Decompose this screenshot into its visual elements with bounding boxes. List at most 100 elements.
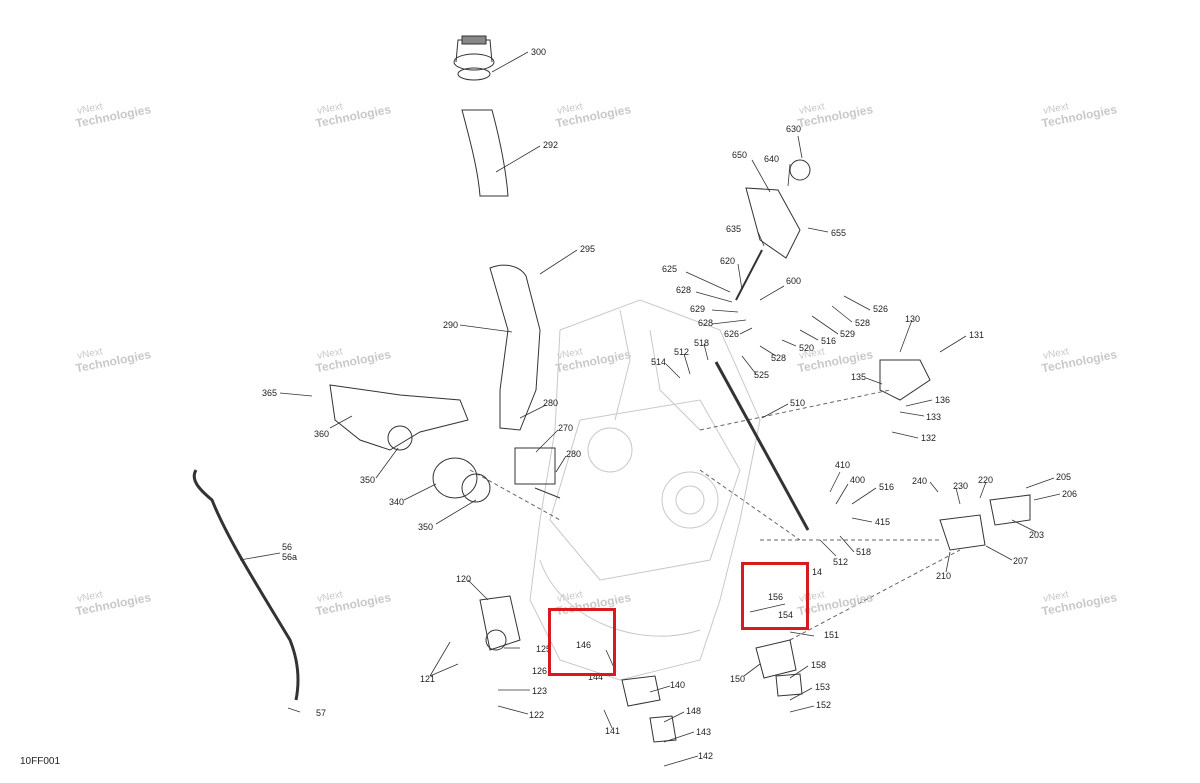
part-label-131: 131 <box>969 330 984 340</box>
part-label-360: 360 <box>314 429 329 439</box>
part-label-510: 510 <box>790 398 805 408</box>
part-label-620: 620 <box>720 256 735 266</box>
part-label-156: 156 <box>768 592 783 602</box>
part-label-516: 516 <box>879 482 894 492</box>
part-280-strip <box>534 487 561 499</box>
part-340-boot <box>432 457 478 499</box>
part-label-295: 295 <box>580 244 595 254</box>
part-label-628: 628 <box>676 285 691 295</box>
part-label-144: 144 <box>588 672 603 682</box>
part-label-650: 650 <box>732 150 747 160</box>
part-label-626: 626 <box>724 329 739 339</box>
part-label-57: 57 <box>316 708 326 718</box>
part-350-clamp-a <box>387 425 413 451</box>
part-label-14: 14 <box>812 567 822 577</box>
part-label-153: 153 <box>815 682 830 692</box>
part-label-146: 146 <box>576 640 591 650</box>
part-label-203: 203 <box>1029 530 1044 540</box>
part-label-140: 140 <box>670 680 685 690</box>
part-label-528: 528 <box>771 353 786 363</box>
part-label-280: 280 <box>566 449 581 459</box>
part-650-bracket <box>745 187 801 259</box>
part-620-rod <box>735 249 763 301</box>
part-630-knob <box>789 159 811 181</box>
part-120-mount <box>479 595 521 651</box>
part-label-514: 514 <box>651 357 666 367</box>
part-label-628: 628 <box>698 318 713 328</box>
part-130-mount <box>879 359 931 401</box>
part-label-207: 207 <box>1013 556 1028 566</box>
part-label-526: 526 <box>873 304 888 314</box>
part-label-400: 400 <box>850 475 865 485</box>
part-label-635: 635 <box>726 224 741 234</box>
part-125-washer <box>485 629 507 651</box>
part-label-120: 120 <box>456 574 471 584</box>
part-label-135: 135 <box>851 372 866 382</box>
engine-outline <box>529 299 761 681</box>
part-label-142: 142 <box>698 751 713 761</box>
part-label-630: 630 <box>786 124 801 134</box>
highlight-box-156[interactable] <box>741 562 809 630</box>
part-label-629: 629 <box>690 304 705 314</box>
part-label-525: 525 <box>754 370 769 380</box>
part-label-206: 206 <box>1062 489 1077 499</box>
part-label-518: 518 <box>856 547 871 557</box>
part-label-516: 516 <box>821 336 836 346</box>
part-292-tube <box>461 109 509 197</box>
guide-lines <box>469 389 961 641</box>
part-56-hose <box>192 469 300 701</box>
part-label-143: 143 <box>696 727 711 737</box>
part-label-625: 625 <box>662 264 677 274</box>
part-label-230: 230 <box>953 481 968 491</box>
part-labels: 3002922952902802702803653603503403505656… <box>262 47 1077 761</box>
part-300-cap <box>453 35 495 81</box>
part-label-655: 655 <box>831 228 846 238</box>
part-label-151: 151 <box>824 630 839 640</box>
part-label-518: 518 <box>694 338 709 348</box>
part-210-bracket <box>939 514 986 551</box>
part-148-bracket <box>649 715 677 743</box>
part-label-150: 150 <box>730 674 745 684</box>
part-270-element <box>514 447 556 485</box>
part-label-148: 148 <box>686 706 701 716</box>
part-350-clamp-b <box>461 473 491 503</box>
part-label-133: 133 <box>926 412 941 422</box>
part-label-141: 141 <box>605 726 620 736</box>
part-label-158: 158 <box>811 660 826 670</box>
part-label-528: 528 <box>855 318 870 328</box>
part-label-640: 640 <box>764 154 779 164</box>
part-label-280: 280 <box>543 398 558 408</box>
part-label-340: 340 <box>389 497 404 507</box>
part-label-300: 300 <box>531 47 546 57</box>
part-label-292: 292 <box>543 140 558 150</box>
highlight-box-146[interactable] <box>548 608 616 676</box>
part-158-bracket <box>775 673 803 697</box>
part-label-415: 415 <box>875 517 890 527</box>
part-510-rod <box>714 361 810 531</box>
part-label-520: 520 <box>799 343 814 353</box>
part-label-600: 600 <box>786 276 801 286</box>
part-label-350: 350 <box>360 475 375 485</box>
part-label-152: 152 <box>816 700 831 710</box>
part-label-270: 270 <box>558 423 573 433</box>
part-label-512: 512 <box>674 347 689 357</box>
part-label-121: 121 <box>420 674 435 684</box>
part-label-125: 125 <box>536 644 551 654</box>
part-label-56: 56 <box>282 542 292 552</box>
part-label-365: 365 <box>262 388 277 398</box>
part-label-123: 123 <box>532 686 547 696</box>
figure-code: 10FF001 <box>20 756 61 767</box>
part-label-154: 154 <box>778 610 793 620</box>
part-140-mount <box>621 675 661 707</box>
part-label-56a: 56a <box>282 552 297 562</box>
part-360-intake <box>329 384 469 451</box>
part-label-290: 290 <box>443 320 458 330</box>
part-label-210: 210 <box>936 571 951 581</box>
part-205-module <box>989 494 1031 526</box>
part-150-mount <box>755 639 797 679</box>
part-label-136: 136 <box>935 395 950 405</box>
part-label-529: 529 <box>840 329 855 339</box>
part-label-126: 126 <box>532 666 547 676</box>
